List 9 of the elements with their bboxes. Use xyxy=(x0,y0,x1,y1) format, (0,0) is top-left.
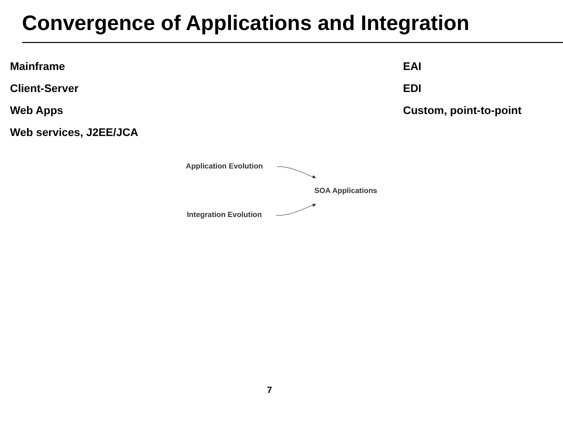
stage-label: EDI xyxy=(403,83,422,95)
stage-label: Web services, J2EE/JCA xyxy=(10,127,140,139)
stage-label: Mainframe xyxy=(10,61,66,73)
slide-title: Convergence of Applications and Integration xyxy=(22,12,470,36)
stage-label: Custom, point-to-point xyxy=(403,105,523,117)
stage-label: Client-Server xyxy=(10,83,80,95)
stage-label: EAI xyxy=(403,61,422,73)
stage-label: Web Apps xyxy=(10,105,64,117)
page-number: 7 xyxy=(267,385,272,395)
